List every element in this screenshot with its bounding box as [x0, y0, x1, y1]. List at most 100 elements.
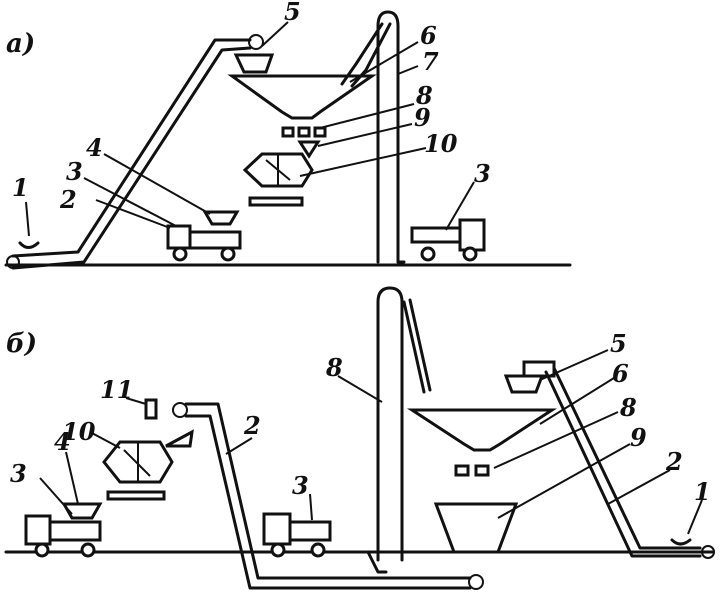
feeder-8-b	[454, 464, 470, 477]
feeder-8-b2	[474, 464, 490, 477]
dosing-hopper-top-b	[522, 360, 556, 378]
feeder-8-a2	[297, 126, 311, 138]
leader-6-a	[349, 41, 419, 83]
leader-2-b-left	[225, 437, 253, 455]
feeder-8-a3	[313, 126, 327, 138]
leader-9-b	[497, 443, 631, 519]
feeder-8-a	[281, 126, 295, 138]
panel-a: а)	[4, 0, 572, 270]
mixer-b	[102, 440, 174, 501]
leader-2-a	[95, 199, 171, 229]
hopper-4-b	[61, 502, 103, 520]
leader-11-b	[125, 397, 147, 405]
elevator-chute-b2	[408, 298, 432, 392]
truck-wheel-b2	[80, 542, 96, 558]
elevator-chute-2	[350, 22, 392, 88]
funnel-9-a	[297, 140, 321, 159]
leader-8-b	[493, 411, 619, 469]
storage-bunker-b	[406, 408, 558, 452]
truck-middle-b	[262, 512, 332, 558]
callout-1-a: 1	[12, 173, 29, 202]
truck-wheel-2	[220, 246, 236, 262]
leader-4-b	[65, 451, 79, 505]
truck-wheel-m2	[310, 542, 326, 558]
panel-b: б)	[4, 286, 715, 590]
conveyor-tail-pulley-b	[468, 574, 484, 590]
bucket-elevator-a	[340, 10, 406, 264]
truck-left-b	[24, 502, 103, 558]
callout-8-b: 8	[619, 393, 637, 422]
mixer-stand	[248, 196, 304, 207]
truck-cab-m	[262, 512, 292, 546]
truck-right-a	[410, 218, 486, 262]
leader-2-b-right	[607, 469, 671, 505]
conveyor-left-belt-2	[184, 414, 472, 590]
panel-b-label: б)	[6, 329, 37, 359]
inclined-conveyor-a	[6, 34, 264, 270]
leader-7-a	[397, 65, 419, 75]
funnel-b	[165, 429, 194, 448]
callout-5-b: 5	[610, 329, 627, 358]
mixer-blade	[265, 159, 291, 181]
leader-4-a	[103, 153, 211, 215]
truck-wheel-r	[420, 246, 436, 262]
elevator-casing-b	[376, 286, 404, 562]
conveyor-head-pulley	[248, 34, 264, 50]
callout-3-a-right: 3	[474, 159, 491, 188]
elevator-chute	[340, 22, 384, 86]
callout-3-b-mid: 3	[292, 471, 309, 500]
hopper-9-b	[433, 502, 519, 554]
callout-5-a: 5	[284, 0, 301, 26]
callout-10-b: 10	[62, 417, 96, 446]
leader-10-b	[89, 431, 121, 449]
elevator-casing	[376, 10, 400, 264]
callout-7-a: 7	[422, 47, 439, 76]
elevator-chute-b	[402, 300, 426, 394]
truck-wheel-r2	[462, 246, 478, 262]
elevator-boot-b	[366, 550, 388, 574]
receiving-hopper-b	[670, 538, 692, 546]
callout-3-b: 3	[10, 459, 27, 488]
leader-8-a	[319, 103, 415, 129]
leader-5-b	[539, 349, 609, 381]
truck-cab	[166, 224, 192, 250]
leader-3-b-mid	[309, 493, 313, 521]
truck-cab-b	[24, 514, 52, 546]
leader-10-a	[299, 147, 427, 177]
mixer-blade-b	[123, 449, 151, 477]
callout-2-b-right: 2	[665, 447, 683, 476]
callout-6-a: 6	[420, 21, 437, 50]
hopper-4-a	[202, 210, 240, 226]
conveyor-head-pulley-b	[172, 402, 188, 418]
truck-cab-r	[458, 218, 486, 252]
callout-4-a: 4	[86, 133, 103, 162]
callout-3-a: 3	[66, 157, 83, 186]
leader-1-b	[687, 499, 703, 535]
mixer-stand-b	[106, 490, 166, 501]
callout-9-b: 9	[630, 423, 647, 452]
panel-a-label: а)	[6, 29, 35, 59]
leader-5-a	[261, 21, 289, 47]
callout-2-b: 2	[243, 411, 261, 440]
conveyor-left-b	[172, 402, 484, 590]
truck-left-a	[166, 210, 242, 262]
callout-10-a: 10	[424, 129, 458, 158]
callout-4-b: 4	[54, 427, 71, 456]
truck-body-m	[288, 520, 332, 542]
leader-9-a	[317, 123, 413, 147]
truck-body	[188, 230, 242, 250]
conveyor-right-pulley	[701, 545, 715, 559]
receiving-hopper-a	[18, 201, 40, 249]
truck-body-r	[410, 226, 462, 244]
leader-8-b-left	[337, 375, 383, 403]
leader-3-a	[83, 177, 177, 227]
leader-1-a	[25, 201, 30, 237]
feeder-11-b	[144, 398, 158, 420]
conveyor-belt-upper	[11, 38, 252, 258]
truck-wheel-b	[34, 542, 50, 558]
callout-1-b: 1	[694, 477, 711, 506]
receiving-hopper-icon	[18, 241, 40, 249]
callout-6-b: 6	[612, 359, 629, 388]
leader-3-a-right	[445, 181, 475, 231]
